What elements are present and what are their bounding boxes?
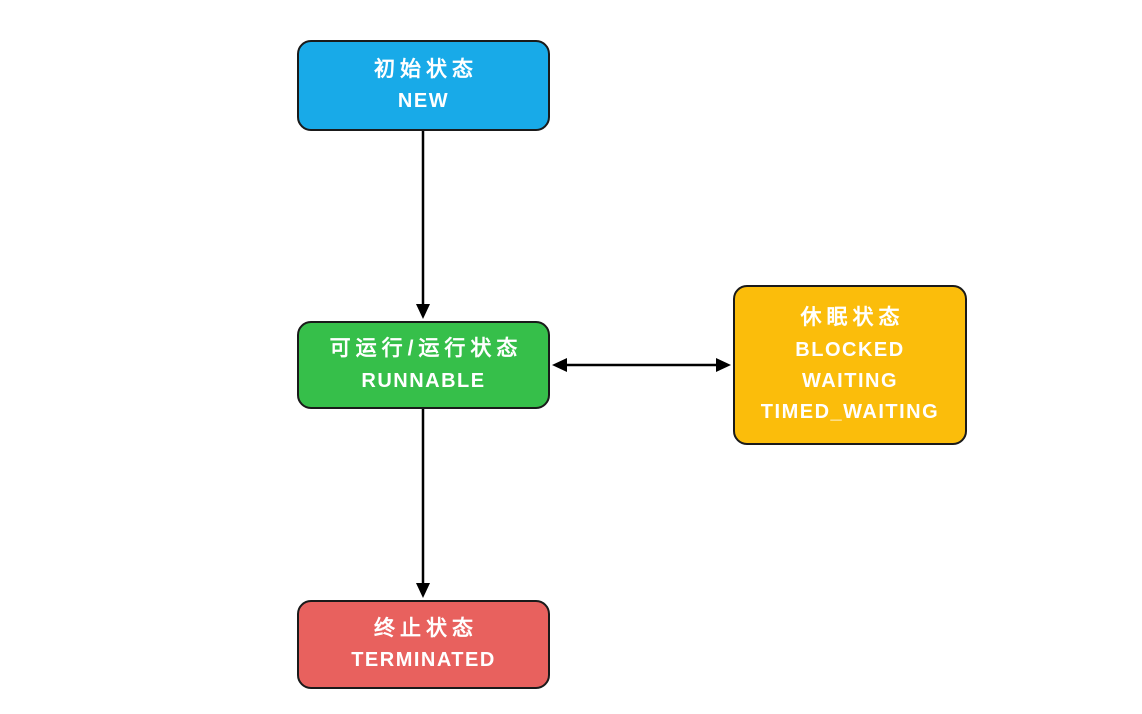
state-node-terminated: 终止状态 TERMINATED	[297, 600, 550, 689]
state-label-en: BLOCKED	[795, 338, 905, 361]
state-label-en: TIMED_WAITING	[760, 400, 940, 423]
state-node-sleep: 休眠状态 BLOCKED WAITING TIMED_WAITING	[733, 285, 967, 445]
state-node-runnable: 可运行/运行状态 RUNNABLE	[297, 321, 550, 409]
arrow-runnable-sleep-bidirectional	[552, 358, 731, 372]
state-label-en: NEW	[397, 90, 450, 113]
state-node-new: 初始状态 NEW	[297, 40, 550, 131]
state-label-en: RUNNABLE	[361, 369, 486, 392]
state-label-zh: 初始状态	[374, 57, 478, 81]
arrow-runnable-to-terminated	[416, 409, 430, 598]
state-label-zh: 可运行/运行状态	[329, 337, 523, 361]
state-label-en: WAITING	[801, 369, 899, 392]
state-label-zh: 终止状态	[374, 616, 478, 640]
state-label-en: TERMINATED	[351, 649, 496, 672]
state-label-zh: 休眠状态	[800, 306, 905, 330]
arrow-new-to-runnable	[416, 131, 430, 319]
